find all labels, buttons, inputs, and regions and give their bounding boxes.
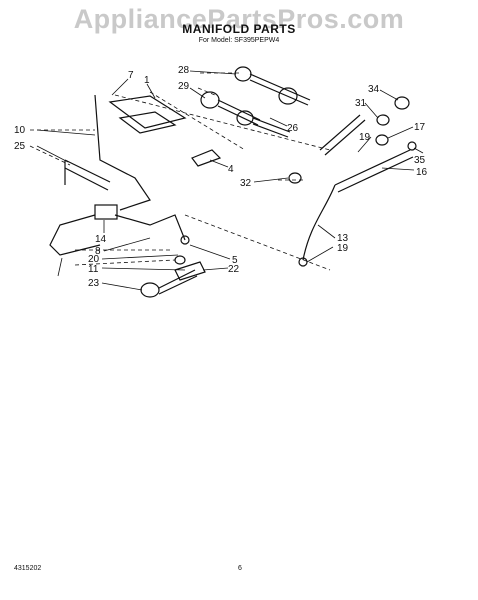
callout-13: 13	[337, 233, 349, 244]
fitting-part-5	[180, 235, 190, 245]
callout-35: 35	[414, 155, 426, 166]
burner-26	[236, 87, 298, 138]
cap-part-34	[394, 96, 410, 110]
tube-10	[94, 94, 151, 211]
assembly-part-25	[64, 159, 111, 191]
page-number: 6	[238, 565, 242, 572]
orifice-part-17	[375, 134, 389, 146]
callout-10: 10	[14, 125, 26, 136]
callout-26: 26	[287, 123, 299, 134]
callout-19-upper: 19	[359, 132, 371, 143]
reference-lines	[29, 72, 331, 271]
document-number: 4315202	[14, 565, 42, 572]
callout-22: 22	[228, 264, 240, 275]
diagram-title: MANIFOLD PARTS	[182, 22, 296, 36]
bracket-part-4	[191, 149, 222, 167]
callout-19-lower: 19	[337, 243, 349, 254]
callout-20: 20	[88, 254, 100, 265]
regulator-part-23	[140, 269, 198, 298]
callout-31: 31	[355, 98, 367, 109]
callout-5: 5	[232, 255, 238, 266]
callout-1: 1	[144, 75, 150, 86]
callout-11: 11	[88, 264, 99, 275]
cover-part-1	[108, 95, 187, 134]
tube-8	[114, 214, 186, 241]
callout-32: 32	[240, 178, 252, 189]
callout-4: 4	[228, 164, 234, 175]
callout-14: 14	[95, 234, 107, 245]
callout-7: 7	[128, 70, 134, 81]
watermark-text: AppliancePartsPros.com	[73, 4, 405, 34]
callout-34: 34	[368, 84, 380, 95]
burner-29	[200, 91, 261, 126]
callout-29: 29	[178, 81, 190, 92]
valve-part-14	[94, 204, 118, 220]
callout-leaders	[36, 70, 424, 291]
callout-23: 23	[88, 278, 100, 289]
fitting-part-22	[174, 261, 206, 281]
callout-labels: 7 1 10 25 4 28 29 26 34 31 17 19 35 16 3…	[14, 65, 428, 289]
fitting-part-20	[174, 255, 186, 265]
tube-11	[49, 214, 101, 256]
callout-8: 8	[95, 246, 101, 257]
grommet-part-32	[288, 172, 302, 184]
cap-part-31	[376, 114, 390, 126]
burner-28	[234, 66, 311, 106]
callout-16: 16	[416, 167, 428, 178]
fitting-part-35	[407, 141, 417, 151]
manifold-pipe-16	[319, 114, 414, 193]
callout-28: 28	[178, 65, 190, 76]
tube-13	[302, 184, 336, 261]
model-subtitle: For Model: SF395PEPW4	[198, 37, 280, 44]
callout-25: 25	[14, 141, 26, 152]
callout-17: 17	[414, 122, 426, 133]
